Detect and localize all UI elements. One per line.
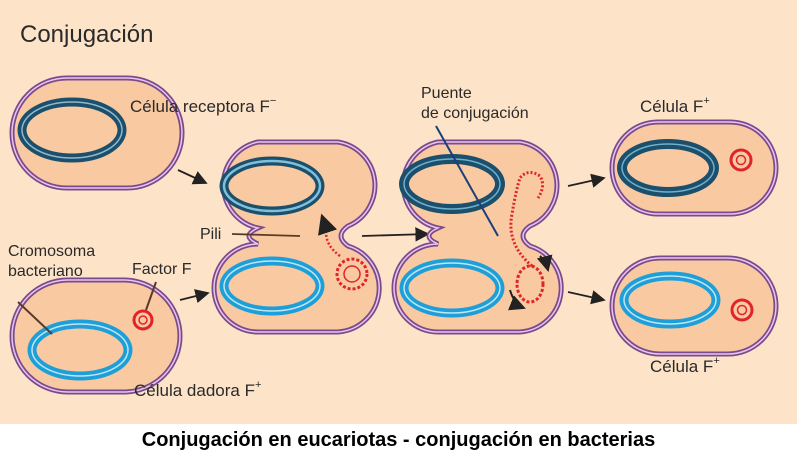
result-bottom-plasmid — [730, 298, 754, 322]
bridge-label: Puente de conjugación — [421, 85, 529, 122]
factor-pointer — [145, 281, 157, 311]
diagram-title: Conjugación — [20, 21, 153, 48]
chromosome-pointer — [17, 301, 53, 335]
pair1-plasmid — [335, 257, 369, 291]
mating-pair-1 — [211, 139, 382, 335]
result-cell-bottom — [609, 255, 779, 357]
pili-pointer — [231, 233, 301, 237]
pair2-transfer-strand — [509, 171, 545, 268]
result-cell-top — [609, 119, 779, 217]
pair1-transfer-strand — [318, 213, 341, 258]
receptor-cell-label: Célula receptora F− — [130, 95, 276, 116]
arrow-receptor-to-pair — [177, 169, 208, 185]
result-top-plasmid — [729, 148, 753, 172]
arrow-donor-to-pair — [179, 289, 210, 304]
mating-pair-2 — [391, 139, 564, 335]
receptor-cell — [9, 75, 185, 191]
factor-label: Factor F — [132, 261, 192, 278]
donor-cell — [9, 277, 183, 395]
arrow-to-result-bottom — [567, 290, 606, 305]
arrow-pair1-to-pair2 — [361, 227, 430, 242]
donor-cell-label: Célula dadora F+ — [134, 379, 261, 400]
result-top-label: Célula F+ — [640, 95, 710, 116]
figure-caption: Conjugación en eucariotas - conjugación … — [141, 429, 656, 451]
arrow-to-result-top — [567, 173, 606, 188]
bridge-pointer — [435, 125, 499, 237]
result-bottom-label: Célula F+ — [650, 355, 720, 376]
donor-plasmid — [132, 309, 154, 331]
chromosome-label: Cromosoma bacteriano — [8, 243, 100, 280]
pair2-plasmid — [515, 264, 545, 304]
pili-label: Pili — [200, 226, 221, 243]
